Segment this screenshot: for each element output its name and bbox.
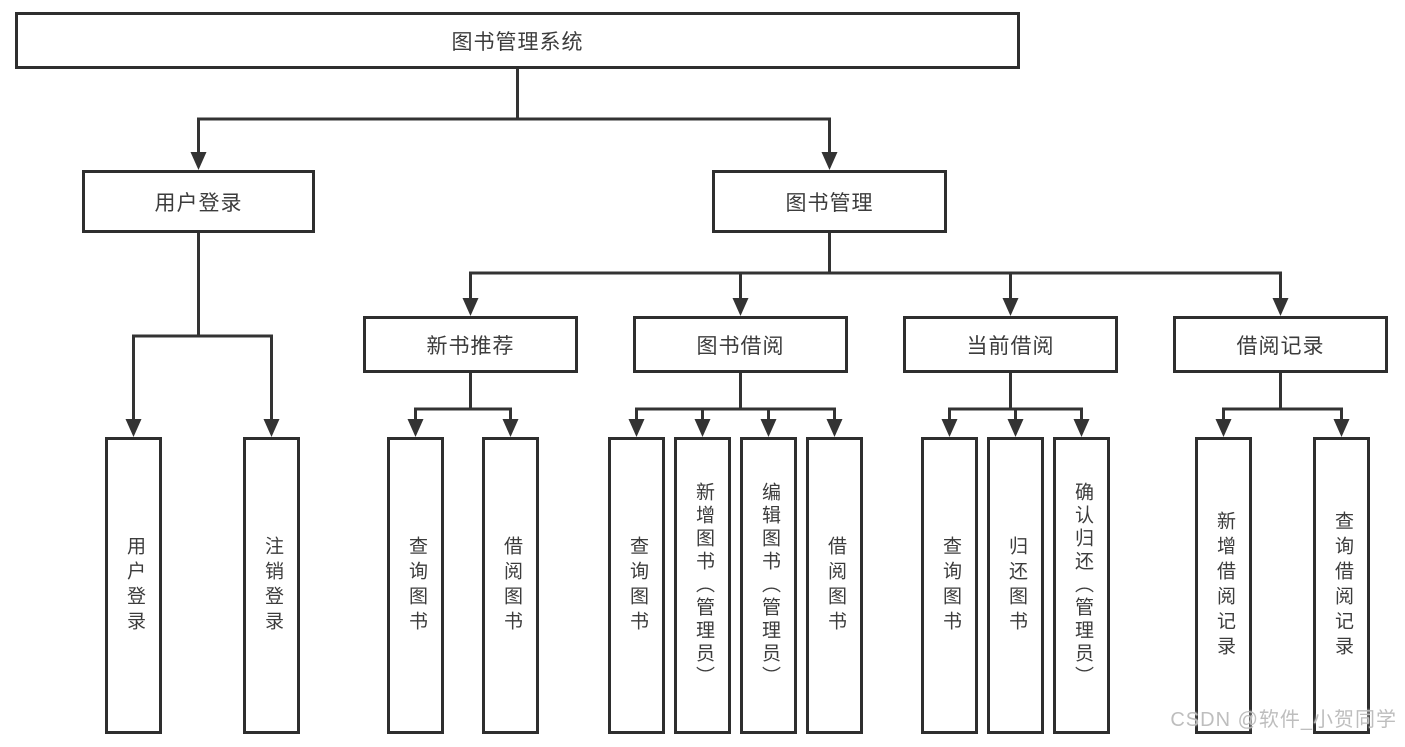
node-current-borrow-label: 当前借阅 <box>966 334 1055 358</box>
leaf-return-books: 归还图书 <box>987 437 1044 734</box>
node-current-borrow: 当前借阅 <box>903 316 1118 373</box>
leaf-confirm-return-admin: 确认归还（管理员） <box>1053 437 1110 734</box>
csdn-watermark: CSDN @软件_小贺同学 <box>1170 709 1397 731</box>
node-new-book-recommend: 新书推荐 <box>363 316 578 373</box>
node-root-library-system: 图书管理系统 <box>15 12 1020 69</box>
node-user-login: 用户登录 <box>82 170 315 233</box>
leaf-query-books-current: 查询图书 <box>921 437 978 734</box>
node-book-borrow-label: 图书借阅 <box>696 334 785 358</box>
leaf-add-books-admin: 新增图书（管理员） <box>674 437 731 734</box>
node-borrow-records-label: 借阅记录 <box>1236 334 1325 358</box>
leaf-logout: 注销登录 <box>243 437 300 734</box>
leaf-query-borrow-record: 查询借阅记录 <box>1313 437 1370 734</box>
leaf-query-books-borrow: 查询图书 <box>608 437 665 734</box>
node-new-book-recommend-label: 新书推荐 <box>426 334 515 358</box>
node-book-management-label: 图书管理 <box>785 191 874 215</box>
node-borrow-records: 借阅记录 <box>1173 316 1388 373</box>
node-book-management: 图书管理 <box>712 170 947 233</box>
node-user-login-label: 用户登录 <box>154 191 243 215</box>
leaf-edit-books-admin: 编辑图书（管理员） <box>740 437 797 734</box>
leaf-borrow-books-recommend: 借阅图书 <box>482 437 539 734</box>
node-book-borrow: 图书借阅 <box>633 316 848 373</box>
leaf-borrow-books: 借阅图书 <box>806 437 863 734</box>
leaf-add-borrow-record: 新增借阅记录 <box>1195 437 1252 734</box>
node-root-label: 图书管理系统 <box>451 30 584 54</box>
leaf-query-books-recommend: 查询图书 <box>387 437 444 734</box>
leaf-user-login: 用户登录 <box>105 437 162 734</box>
arrowheads <box>125 152 1350 437</box>
